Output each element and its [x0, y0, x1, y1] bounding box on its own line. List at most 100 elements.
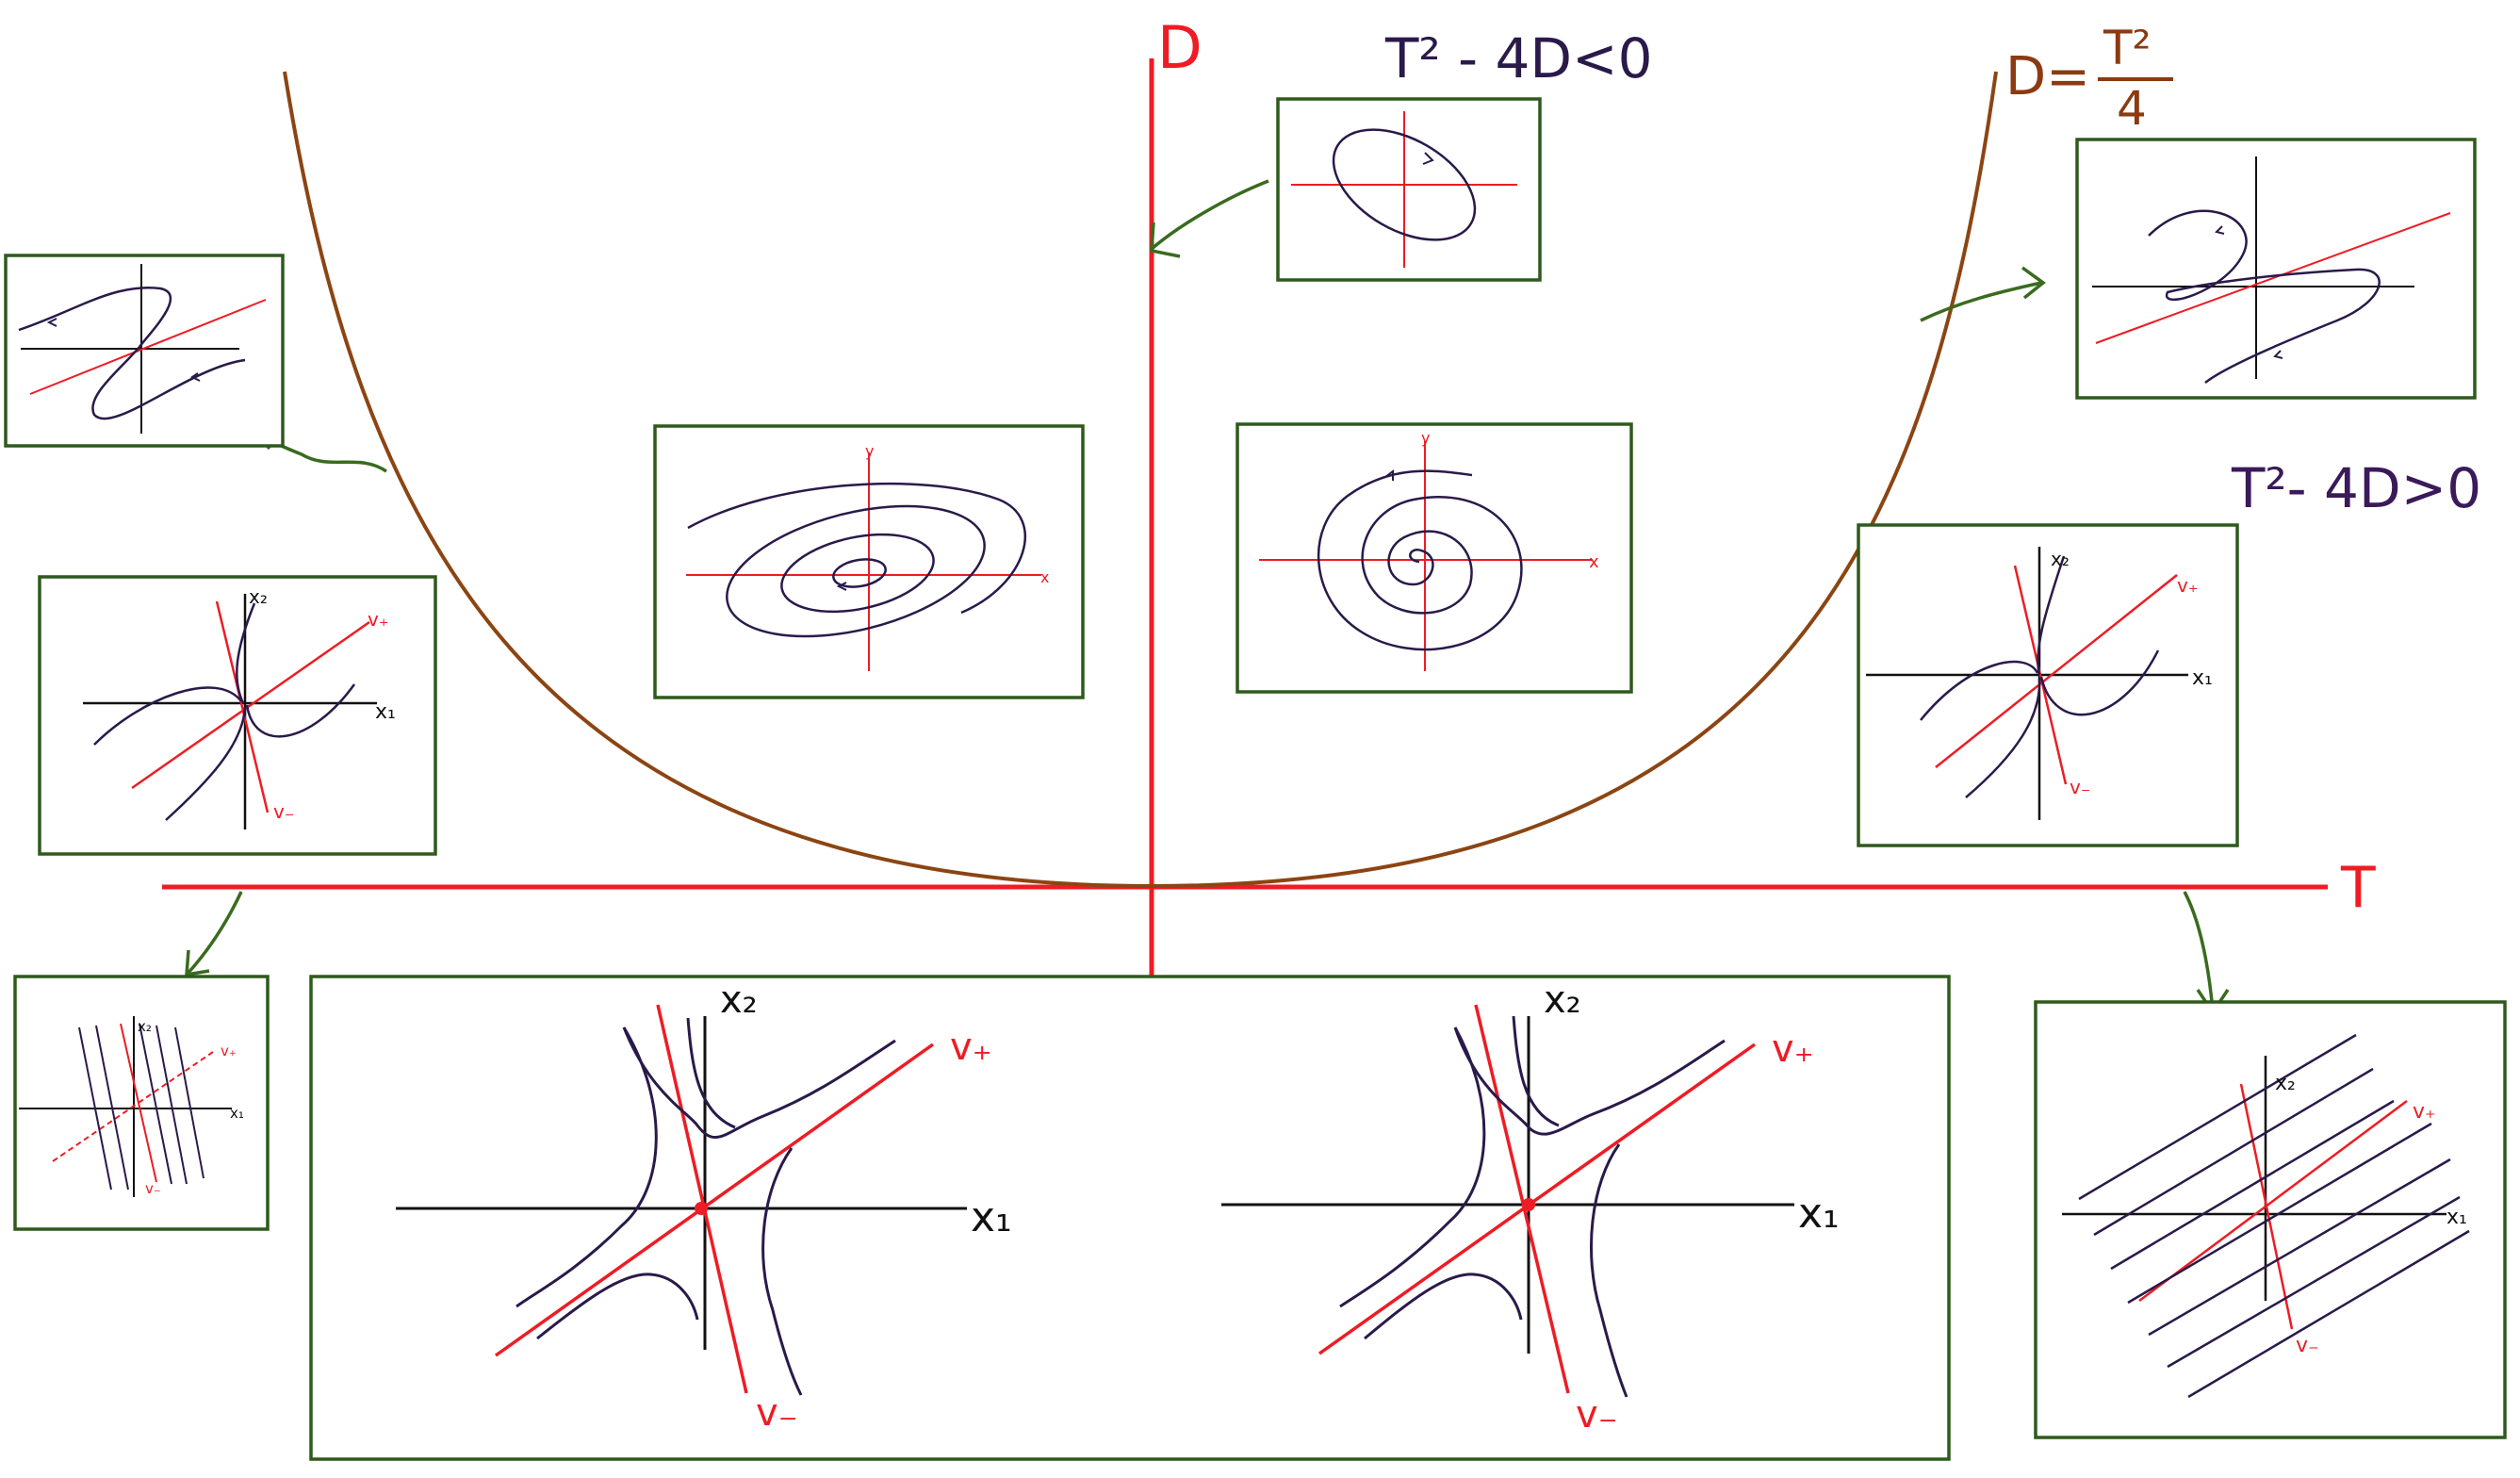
spiral-curve [1317, 469, 1523, 651]
trajectory [18, 286, 246, 420]
panel-lines-left: x₁ x₂ v₊ v₋ [13, 975, 270, 1231]
parallel-line [2187, 1229, 2470, 1399]
t-axis-label: T [2340, 855, 2376, 921]
parabola-eq-numerator: T² [2103, 21, 2152, 75]
trajectory [165, 706, 247, 821]
closed-orbit [1332, 128, 1477, 241]
eigenvector-plus-line [52, 1051, 214, 1162]
panel-label-v-minus: v₋ [145, 1180, 161, 1197]
eigenvector-minus-line [215, 600, 270, 813]
panel-spiral-unstable: x y [1235, 422, 1633, 694]
trajectory [686, 1017, 736, 1129]
trajectory [2037, 555, 2066, 676]
panel-label-x1: x₁ [971, 1193, 1012, 1241]
panel-label-v-minus: v₋ [273, 800, 294, 823]
trajectory-arrow [190, 372, 201, 382]
eigenvector-line [29, 299, 267, 395]
panel-label-v-plus: v₊ [368, 608, 388, 631]
panel-frame [1276, 97, 1542, 282]
parallel-line [155, 1025, 188, 1185]
node-trajectories [1920, 555, 2160, 798]
parabola-curve [283, 71, 1998, 889]
panel-label-v-minus: v₋ [1576, 1393, 1618, 1437]
eigenvector-plus-line [494, 1043, 935, 1357]
trajectory [1589, 1143, 1628, 1398]
panel-label-x2: x₂ [2051, 548, 2070, 570]
trajectory [1339, 1026, 1486, 1308]
trajectory [1453, 1026, 1726, 1136]
complex-condition-label: T² - 4D<0 [1384, 26, 1653, 90]
panel-axis-y-label: y [865, 442, 874, 460]
spiral-ring [832, 558, 887, 588]
parallel-line [174, 1026, 205, 1179]
panel-degenerate-left [4, 254, 285, 448]
eigenvector-plus-line [1317, 1043, 1757, 1355]
pointer-arrow-center-head [1150, 222, 1181, 258]
panel-label-x1: x₁ [375, 700, 396, 724]
parallel-line [95, 1025, 129, 1191]
eigenvector-plus-line [2138, 1099, 2408, 1303]
parallel-line [2167, 1195, 2461, 1369]
eigenvector-line [2095, 212, 2451, 344]
trajectory [622, 1026, 896, 1139]
spiral-ring [726, 504, 986, 638]
trajectory [2039, 649, 2160, 716]
panel-frame [1857, 523, 2239, 847]
trajectory [515, 1026, 658, 1308]
parallel-line [2127, 1122, 2432, 1305]
panel-axis-y-label: y [1421, 429, 1430, 447]
panel-label-v-plus: v₊ [1772, 1027, 1814, 1071]
panel-label-x1: x₁ [230, 1105, 244, 1122]
panel-label-x2: x₂ [249, 585, 268, 608]
panel-label-v-minus: v₋ [2070, 776, 2090, 798]
orbit-arrow [1422, 152, 1434, 165]
eigenvector-minus-line [656, 1004, 748, 1394]
pointer-arrow-right-degenerate-head [2021, 266, 2046, 300]
panel-axis-x-label: x [1040, 568, 1049, 586]
eigenvector-plus-line [1935, 574, 2178, 768]
trajectory [2148, 209, 2381, 384]
spiral-ring [780, 533, 935, 614]
spiral-arrow [1384, 469, 1394, 481]
spiral-outer [687, 482, 1026, 615]
parallel-line [2093, 1067, 2374, 1237]
panel-lines-right: x₁ x₂ v₊ v₋ [2034, 1000, 2507, 1439]
panel-label-x1: x₁ [2446, 1206, 2467, 1229]
panel-frame [1235, 422, 1633, 694]
panel-label-v-plus: v₊ [2413, 1100, 2436, 1124]
node-trajectories [93, 602, 356, 821]
saddle-left: x₁ x₂ v₊ v₋ [396, 978, 1012, 1435]
saddle-point [695, 1202, 708, 1215]
parallel-line [2148, 1158, 2451, 1337]
panel-frame [4, 254, 285, 448]
panel-label-x2: x₂ [720, 978, 758, 1022]
panel-label-v-minus: v₋ [756, 1391, 798, 1435]
panel-saddles: x₁ x₂ v₊ v₋ x₁ x₂ v₊ v₋ [309, 975, 1951, 1461]
pointer-arrow-left-line-head [185, 949, 210, 977]
panel-label-x2: x₂ [1544, 978, 1581, 1022]
panel-frame [309, 975, 1951, 1461]
panel-label-v-plus: v₊ [2177, 574, 2198, 597]
panel-spiral-stable: x y [653, 424, 1085, 699]
saddle-right: x₁ x₂ v₊ v₋ [1221, 978, 1840, 1437]
trajectory [1364, 1273, 1523, 1340]
panel-frame [2075, 138, 2477, 400]
panel-label-v-plus: v₊ [950, 1026, 992, 1069]
pointer-arrow-left-line [185, 891, 243, 977]
panel-node-stable: x₁ x₂ v₊ v₋ [38, 575, 437, 856]
saddle-trajectories [1339, 1015, 1726, 1398]
panel-label-x1: x₁ [1798, 1190, 1840, 1238]
eigenvector-minus-line [2239, 1083, 2294, 1330]
panel-label-x2: x₂ [2275, 1072, 2296, 1095]
panel-center-ellipse [1276, 97, 1542, 282]
panel-degenerate-right [2075, 138, 2477, 400]
parallel-line [2110, 1099, 2395, 1271]
trajectory [245, 683, 356, 738]
parabola-eq-lhs: D= [2005, 46, 2090, 107]
saddle-point [1522, 1198, 1535, 1211]
trajectory [761, 1147, 803, 1396]
trajectory [1512, 1015, 1560, 1127]
parabola-equation: D= T² 4 [2005, 21, 2173, 136]
parabola-eq-denominator: 4 [2117, 81, 2147, 136]
parallel-line [139, 1023, 172, 1185]
